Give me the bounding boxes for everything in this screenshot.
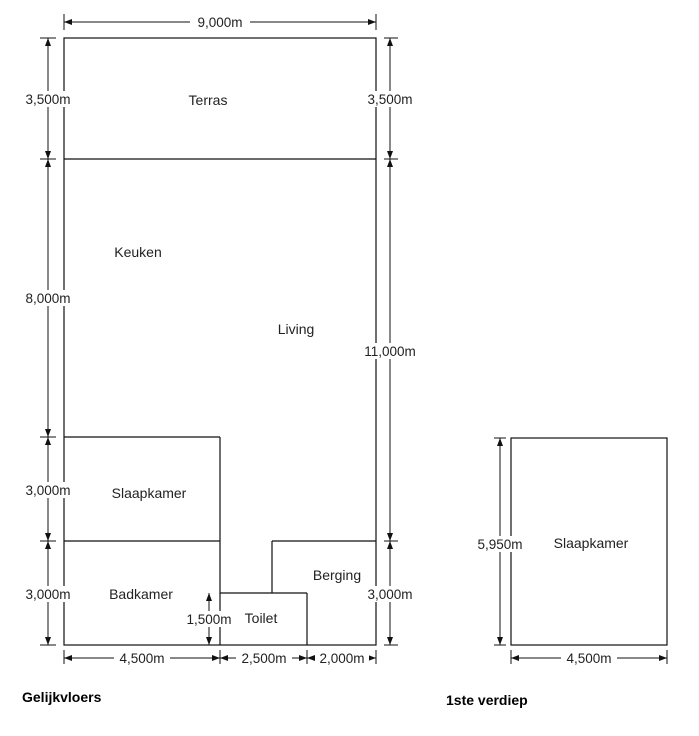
dim-slaapkamer-height: 3,000m xyxy=(25,483,70,498)
room-toilet: Toilet xyxy=(245,610,278,626)
room-berging: Berging xyxy=(313,567,361,583)
room-living: Living xyxy=(278,321,315,337)
dim-keuken-height: 8,000m xyxy=(25,291,70,306)
dim-berging-width: 2,000m xyxy=(319,651,364,666)
ground-floor-dimensions: 9,000m 3,500m 8,000m 3,000m 3,000m xyxy=(20,14,422,705)
room-slaapkamer-first: Slaapkamer xyxy=(554,535,629,551)
dim-total-width: 9,000m xyxy=(197,15,242,30)
dim-terras-left: 3,500m xyxy=(25,92,70,107)
dim-terras-right: 3,500m xyxy=(367,92,412,107)
dim-right-middle: 11,000m xyxy=(364,344,416,359)
room-keuken: Keuken xyxy=(114,244,161,260)
dim-berging-height: 3,000m xyxy=(367,587,412,602)
caption-ground-floor: Gelijkvloers xyxy=(22,689,102,705)
dim-toilet-height: 1,500m xyxy=(186,612,231,627)
dim-badkamer-height: 3,000m xyxy=(25,587,70,602)
ground-floor-plan: Terras Keuken Living Slaapkamer Badkamer… xyxy=(63,37,377,646)
dim-first-height: 5,950m xyxy=(477,537,522,552)
first-floor-plan: Slaapkamer 5,950m 4,500m 1ste verdiep xyxy=(446,437,668,708)
caption-first-floor: 1ste verdiep xyxy=(446,692,528,708)
room-terras: Terras xyxy=(189,92,228,108)
room-badkamer: Badkamer xyxy=(109,586,173,602)
room-slaapkamer: Slaapkamer xyxy=(112,485,187,501)
dim-toilet-width: 2,500m xyxy=(241,651,286,666)
dim-badkamer-width: 4,500m xyxy=(119,651,164,666)
dim-first-width: 4,500m xyxy=(566,651,611,666)
